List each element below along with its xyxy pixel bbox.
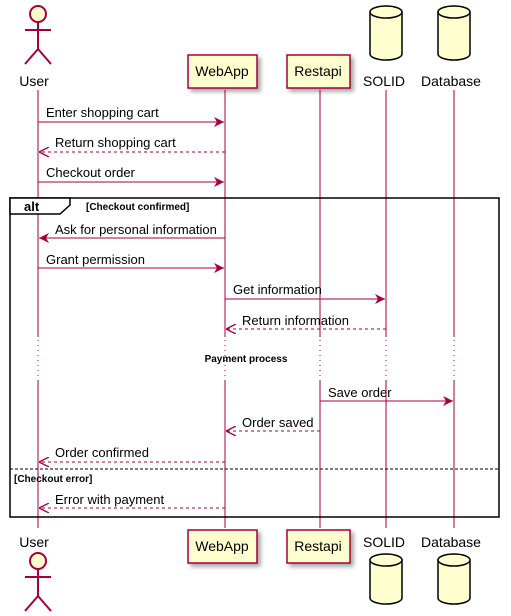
message-label-get-information: Get information bbox=[233, 282, 322, 297]
participants-bottom: User WebApp Restapi SOLID Database bbox=[19, 529, 481, 612]
participant-label-user-bottom: User bbox=[19, 534, 49, 550]
participant-label-restapi-bottom: Restapi bbox=[294, 538, 341, 554]
participant-label-user-top: User bbox=[19, 73, 49, 89]
actor-leg-right bbox=[37, 595, 52, 612]
alt-frame-border bbox=[9, 197, 500, 518]
participant-label-database-bottom: Database bbox=[421, 534, 481, 550]
participant-box-restapi-bottom bbox=[286, 529, 351, 564]
participant-label-solid-bottom: SOLID bbox=[363, 534, 405, 550]
message-label-checkout-order: Checkout order bbox=[46, 165, 136, 180]
actor-leg-left bbox=[24, 48, 39, 65]
participant-label-solid-top: SOLID bbox=[363, 73, 405, 89]
database-icon-solid-top bbox=[369, 5, 403, 61]
message-label-order-saved: Order saved bbox=[242, 415, 314, 430]
lifelines bbox=[37, 90, 455, 528]
message-label-return-information: Return information bbox=[242, 313, 349, 328]
participant-box-webapp-bottom bbox=[187, 529, 258, 564]
message-label-grant-permission: Grant permission bbox=[46, 252, 145, 267]
database-icon-solid-bottom bbox=[369, 553, 403, 605]
divider-band bbox=[10, 337, 500, 380]
participant-label-webapp-bottom: WebApp bbox=[195, 538, 249, 554]
alt-keyword: alt bbox=[24, 199, 40, 214]
messages: Enter shopping cart Return shopping cart… bbox=[38, 105, 453, 508]
alt-frame: alt [Checkout confirmed] [Checkout error… bbox=[9, 197, 500, 518]
participant-box-restapi-top bbox=[286, 54, 351, 89]
actor-leg-right bbox=[37, 48, 52, 65]
divider-label: Payment process bbox=[205, 354, 288, 365]
participants-top: User WebApp Restapi SOLID Database bbox=[19, 5, 481, 89]
actor-user-bottom bbox=[24, 552, 52, 612]
actor-leg-left bbox=[24, 595, 39, 612]
message-label-save-order: Save order bbox=[328, 385, 392, 400]
participant-label-webapp-top: WebApp bbox=[195, 63, 249, 79]
alt-guard: [Checkout confirmed] bbox=[86, 202, 189, 213]
participant-label-database-top: Database bbox=[421, 73, 481, 89]
message-label-order-confirmed: Order confirmed bbox=[55, 445, 149, 460]
alt-label-tab bbox=[9, 197, 71, 215]
database-icon-database-top bbox=[437, 5, 471, 61]
divider: Payment process bbox=[10, 337, 500, 380]
message-label-error-with-payment: Error with payment bbox=[55, 492, 164, 507]
message-label-return-shopping-cart: Return shopping cart bbox=[55, 135, 176, 150]
actor-head bbox=[29, 5, 47, 23]
alt-else-guard: [Checkout error] bbox=[14, 474, 92, 485]
database-icon-database-bottom bbox=[437, 553, 471, 605]
message-label-enter-shopping-cart: Enter shopping cart bbox=[46, 105, 159, 120]
message-label-ask-personal-info: Ask for personal information bbox=[55, 222, 217, 237]
participant-label-restapi-top: Restapi bbox=[294, 63, 341, 79]
actor-head bbox=[29, 552, 47, 570]
participant-box-webapp-top bbox=[187, 54, 258, 89]
actor-user-top bbox=[24, 5, 52, 65]
